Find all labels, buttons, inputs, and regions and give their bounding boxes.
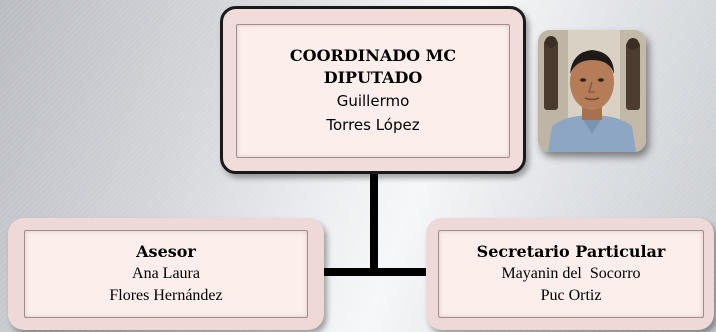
portrait-photo [538,30,646,152]
card-coordinador: COORDINADO MC DIPUTADO Guillermo Torres … [220,6,526,174]
name-coordinador-line2: Torres López [326,116,420,134]
role-secretario: Secretario Particular [476,242,666,261]
card-asesor-inner: Asesor Ana Laura Flores Hernández [24,230,308,318]
role-coordinador-line2: DIPUTADO [323,68,423,87]
name-asesor-line2: Flores Hernández [109,287,223,304]
connector-horizontal [316,268,434,276]
name-asesor-line1: Ana Laura [132,265,200,282]
role-coordinador-line1: COORDINADO MC [289,46,457,65]
card-asesor: Asesor Ana Laura Flores Hernández [8,218,324,330]
card-secretario: Secretario Particular Mayanin del Socorr… [426,218,714,330]
role-asesor: Asesor [136,242,196,261]
connector-vertical [370,172,378,272]
card-coordinador-inner: COORDINADO MC DIPUTADO Guillermo Torres … [236,24,510,158]
name-secretario-line1: Mayanin del Socorro [501,265,641,282]
name-secretario-line2: Puc Ortiz [540,287,602,304]
name-coordinador-line1: Guillermo [336,92,410,110]
portrait-photo-icon [538,30,646,152]
card-secretario-inner: Secretario Particular Mayanin del Socorr… [438,230,704,318]
